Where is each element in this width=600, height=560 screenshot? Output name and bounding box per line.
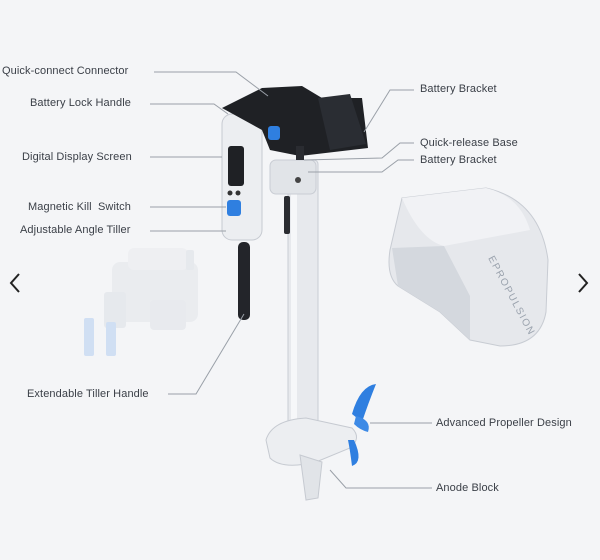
label-magnetic-kill-switch: Magnetic Kill Switch [28, 201, 131, 213]
kill-switch [227, 200, 241, 216]
label-adjustable-angle-tiller: Adjustable Angle Tiller [20, 224, 131, 236]
battery-pack: EPROPULSION [388, 187, 549, 347]
label-advanced-propeller-design: Advanced Propeller Design [436, 417, 572, 429]
battery-bracket-top [222, 86, 368, 160]
label-quick-release-base: Quick-release Base [420, 137, 518, 149]
chevron-right-icon [578, 273, 589, 293]
label-quick-connect-connector: Quick-connect Connector [2, 65, 129, 77]
display-screen [228, 146, 244, 186]
carousel-prev-button[interactable] [2, 268, 28, 298]
leader-lines [150, 71, 432, 489]
label-battery-bracket: Battery Bracket [420, 154, 497, 166]
label-battery-bracket-top: Battery Bracket [420, 83, 497, 95]
label-battery-lock-handle: Battery Lock Handle [30, 97, 131, 109]
propeller-pod [265, 384, 376, 501]
tiller-grip [238, 242, 250, 320]
mounted-motor-thumbnail [84, 248, 198, 356]
chevron-left-icon [9, 273, 20, 293]
propeller-blade [352, 384, 376, 422]
tiller-assembly [221, 113, 290, 320]
label-extendable-tiller-handle: Extendable Tiller Handle [27, 388, 149, 400]
carousel-next-button[interactable] [570, 268, 596, 298]
label-digital-display-screen: Digital Display Screen [22, 151, 132, 163]
label-anode-block: Anode Block [436, 482, 499, 494]
